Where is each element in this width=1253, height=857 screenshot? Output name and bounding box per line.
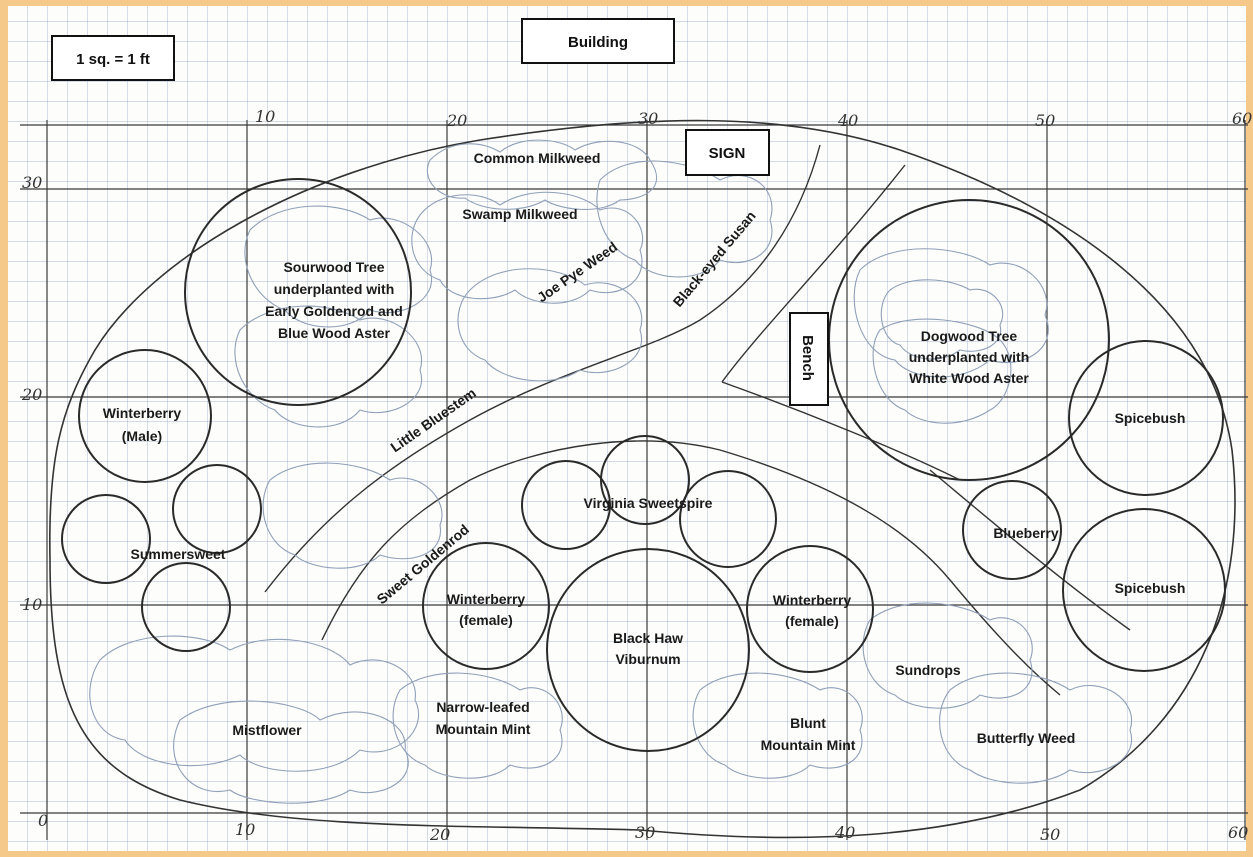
sweetspire-circle <box>521 460 611 550</box>
winterberry-male-label: (Male) <box>122 428 162 444</box>
grid <box>8 6 1246 851</box>
butterfly-weed-label: Butterfly Weed <box>977 730 1076 746</box>
virginia-sweetspire-label: Virginia Sweetspire <box>584 495 713 511</box>
tick-bottom: 20 <box>429 825 450 844</box>
blunt-mint-label: Mountain Mint <box>761 737 856 753</box>
black-haw-label: Black Haw <box>613 630 683 646</box>
sourwood-label: Blue Wood Aster <box>278 325 391 341</box>
black-haw-circle <box>546 548 750 752</box>
winterberry-female-left-label: (female) <box>459 612 513 628</box>
tick-top: 10 <box>255 107 275 126</box>
tick-top: 40 <box>837 111 858 130</box>
summersweet-circle <box>172 464 262 554</box>
tick-top: 30 <box>638 109 658 128</box>
tick-left: 10 <box>22 595 42 614</box>
dogwood-label: Dogwood Tree <box>921 328 1018 344</box>
building-box: Building <box>521 18 675 64</box>
blunt-mint-label: Blunt <box>790 715 826 731</box>
winterberry-male-label: Winterberry <box>103 405 182 421</box>
narrow-leafed-mint-label: Mountain Mint <box>436 721 531 737</box>
black-haw-label: Viburnum <box>615 651 680 667</box>
scale-label: 1 sq. = 1 ft <box>76 51 150 68</box>
narrow-leafed-mint-label: Narrow-leafed <box>436 699 529 715</box>
summersweet-circle <box>141 562 231 652</box>
scale-box: 1 sq. = 1 ft <box>51 35 175 81</box>
sourwood-tree-circle <box>184 178 412 406</box>
summersweet-circle <box>61 494 151 584</box>
building-label: Building <box>568 34 628 51</box>
tick-bottom: 30 <box>635 823 655 842</box>
tick-bottom: 40 <box>834 823 855 842</box>
dogwood-label: underplanted with <box>909 349 1030 365</box>
axis-top: 10 20 30 40 50 60 <box>255 107 1252 130</box>
blueberry-label: Blueberry <box>993 525 1059 541</box>
tick-bottom: 60 <box>1228 823 1248 842</box>
swamp-milkweed-label: Swamp Milkweed <box>462 206 577 222</box>
tick-top: 60 <box>1232 109 1252 128</box>
winterberry-female-circle <box>422 542 550 670</box>
sweetspire-circle <box>679 470 777 568</box>
tick-left: 20 <box>21 385 42 404</box>
spicebush-top-label: Spicebush <box>1115 410 1186 426</box>
perennial-cloud-outlines <box>89 139 1133 804</box>
winterberry-female-circle <box>746 545 874 673</box>
winterberry-female-right-label: (female) <box>785 613 839 629</box>
sign-box: SIGN <box>685 129 770 176</box>
tick-bottom: 50 <box>1040 825 1060 844</box>
sundrops-label: Sundrops <box>895 662 961 678</box>
sweetspire-circle <box>600 435 690 525</box>
sourwood-label: Early Goldenrod and <box>265 303 403 319</box>
common-milkweed-label: Common Milkweed <box>474 150 601 166</box>
sign-label: SIGN <box>709 145 746 162</box>
winterberry-male-circle <box>78 349 212 483</box>
tick-bottom: 10 <box>235 820 255 839</box>
spicebush-bottom-label: Spicebush <box>1115 580 1186 596</box>
winterberry-female-right-label: Winterberry <box>773 592 852 608</box>
blueberry-circle <box>962 480 1062 580</box>
spicebush-circle <box>1068 340 1224 496</box>
winterberry-female-left-label: Winterberry <box>447 591 526 607</box>
tick-left: 0 <box>38 811 48 830</box>
sourwood-label: Sourwood Tree <box>283 259 384 275</box>
tick-top: 20 <box>446 111 467 130</box>
tick-top: 50 <box>1035 111 1055 130</box>
bed-divider-lines <box>264 144 1131 696</box>
bench-label: Bench <box>799 335 816 381</box>
sourwood-label: underplanted with <box>274 281 395 297</box>
mistflower-label: Mistflower <box>232 722 302 738</box>
garden-bed-outline <box>48 119 1236 839</box>
dogwood-label: White Wood Aster <box>909 370 1029 386</box>
spicebush-circle <box>1062 508 1226 672</box>
major-grid-lines <box>20 120 1248 840</box>
summersweet-label: Summersweet <box>131 546 226 562</box>
axis-left: 30 20 10 0 <box>21 173 48 830</box>
tick-left: 30 <box>22 173 42 192</box>
axis-bottom: 10 20 30 40 50 60 <box>235 820 1248 844</box>
bench-box: Bench <box>789 312 829 406</box>
